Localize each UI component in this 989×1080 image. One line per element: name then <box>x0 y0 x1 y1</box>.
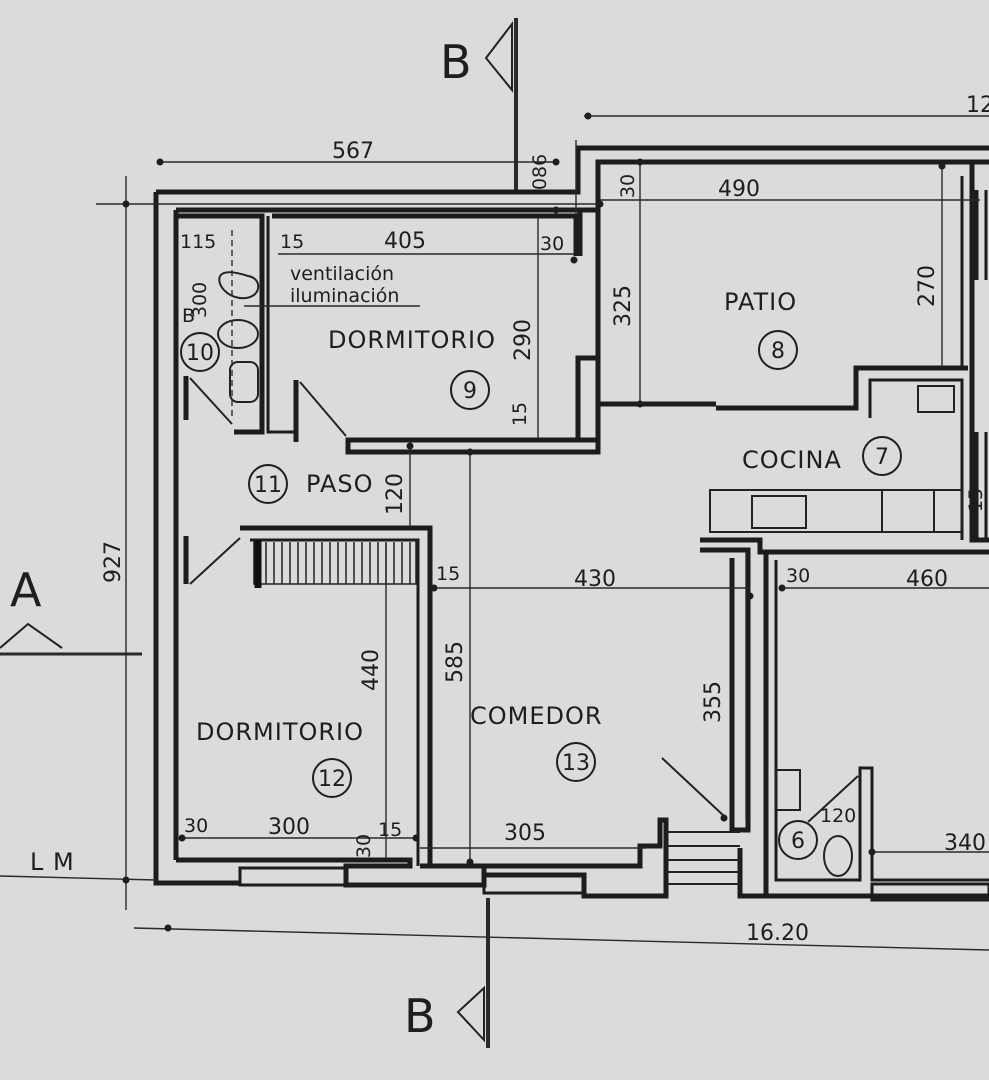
dim-right-15: 15 <box>965 488 987 512</box>
dimension-labels: 567 086 12 30 490 325 270 115 15 405 30 … <box>101 93 989 946</box>
section-letters: B B A <box>10 35 472 1043</box>
circle-room-7 <box>862 436 902 476</box>
section-a: A <box>10 563 42 617</box>
wall-dormitorio9-west <box>272 213 579 256</box>
walls <box>153 145 989 902</box>
room-13-name: COMEDOR <box>470 702 603 730</box>
dim-d9-15v: 15 <box>509 402 531 426</box>
room-11-number: 11 <box>254 473 282 498</box>
room-10-number: 10 <box>186 341 214 366</box>
wall-comedor-east <box>700 537 989 555</box>
section-markers <box>0 21 513 1043</box>
dim-patio-270: 270 <box>915 265 940 307</box>
dim-d9-290: 290 <box>511 319 536 361</box>
dim-b6-120: 120 <box>820 805 856 827</box>
dim-top-567: 567 <box>332 139 374 164</box>
wall-service-block-inner <box>774 560 989 882</box>
dim-total: 16.20 <box>746 921 809 946</box>
dim-top-12: 12 <box>966 93 989 118</box>
dim-patio-490: 490 <box>718 177 760 202</box>
wall-bathroom10 <box>176 213 265 435</box>
stairs <box>253 539 417 588</box>
circle-room-11 <box>248 464 288 504</box>
door-swings <box>189 377 725 817</box>
window-bottom-2 <box>482 873 586 895</box>
outer-wall-left <box>153 192 240 886</box>
window-bottom-1 <box>238 866 348 887</box>
wall-patio-south-inner <box>868 378 964 540</box>
room-12-name: DORMITORIO <box>196 718 364 746</box>
dim-d12-300: 300 <box>268 815 310 840</box>
note-ventilacion: ventilación <box>290 263 394 285</box>
dim-r-460: 460 <box>906 567 948 592</box>
wall-dormitorio12-north <box>240 525 433 866</box>
note-iluminacion: iluminación <box>290 285 399 307</box>
wall-dormitorio9-south <box>345 437 601 455</box>
note-lm: L M <box>30 848 75 876</box>
dimension-lines <box>0 18 989 1048</box>
outer-wall-top-left <box>156 145 989 195</box>
circle-room-10 <box>180 332 220 372</box>
dim-left-927: 927 <box>101 541 126 583</box>
dim-top-086: 086 <box>529 154 551 190</box>
dim-r-340: 340 <box>944 831 986 856</box>
note-bath-b: B <box>182 305 195 327</box>
dim-com-15: 15 <box>436 563 460 585</box>
window-bottom-3 <box>870 882 989 902</box>
dim-com-585: 585 <box>443 641 468 683</box>
dim-com-430: 430 <box>574 567 616 592</box>
outer-wall-top-left-inner <box>176 159 989 213</box>
room-labels: PATIO 8 COCINA 7 DORMITORIO 9 10 PASO 11… <box>186 288 889 854</box>
room-8-name: PATIO <box>724 288 797 316</box>
dim-d9-115: 115 <box>180 231 216 253</box>
stairs-outline <box>253 539 417 585</box>
room-9-number: 9 <box>463 379 477 404</box>
bathroom10-fixtures <box>217 230 260 420</box>
room-9-name: DORMITORIO <box>328 326 496 354</box>
room-7-name: COCINA <box>742 446 842 474</box>
bathroom6-fixtures <box>775 769 859 877</box>
dim-d12-30: 30 <box>184 815 208 837</box>
dim-d12-440: 440 <box>359 649 384 691</box>
room-8-number: 8 <box>771 339 785 364</box>
wall-patio-south-2 <box>716 365 968 411</box>
circle-room-8 <box>758 330 798 370</box>
circle-room-6 <box>778 820 818 860</box>
dim-com-355: 355 <box>701 681 726 723</box>
room-13-number: 13 <box>562 751 590 776</box>
dim-d9-405: 405 <box>384 229 426 254</box>
circle-room-12 <box>312 758 352 798</box>
room-number-circles <box>180 330 902 860</box>
circle-room-9 <box>450 370 490 410</box>
dim-patio-325: 325 <box>611 285 636 327</box>
wall-comedor-east-2 <box>700 547 751 833</box>
circle-room-13 <box>556 742 596 782</box>
room-7-number: 7 <box>875 445 889 470</box>
dim-d12-15: 15 <box>378 819 402 841</box>
dim-d12-30v: 30 <box>353 834 375 858</box>
section-b-top: B <box>440 35 472 89</box>
dim-paso-120: 120 <box>383 473 408 515</box>
dim-patio-30: 30 <box>617 174 639 198</box>
dimension-dots <box>122 112 946 932</box>
dim-d9-15: 15 <box>280 231 304 253</box>
dim-com-305: 305 <box>504 821 546 846</box>
entry-steps <box>666 831 740 885</box>
dim-d9-30: 30 <box>540 233 564 255</box>
kitchen-counter <box>709 385 963 533</box>
room-12-number: 12 <box>318 767 346 792</box>
notes: ventilación iluminación B 300 L M <box>30 263 399 876</box>
wall-bottom-right <box>737 848 766 899</box>
dim-r-30: 30 <box>786 565 810 587</box>
wall-bathroom10-inner <box>266 216 298 434</box>
room-6-number: 6 <box>791 829 805 854</box>
section-b-bottom: B <box>404 989 436 1043</box>
note-bath-dim: 300 <box>189 282 211 318</box>
wall-patio-east <box>969 162 989 543</box>
room-11-name: PASO <box>306 470 373 498</box>
